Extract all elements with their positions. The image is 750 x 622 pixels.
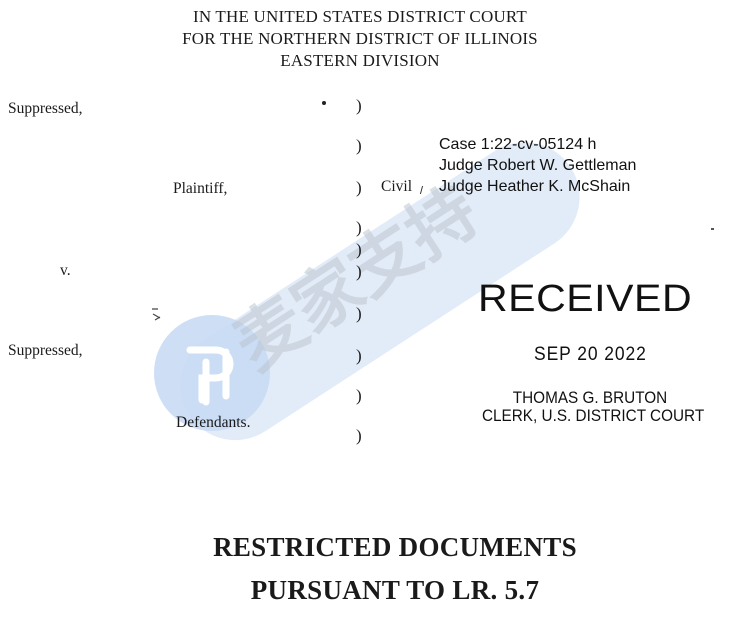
caption-paren: )	[356, 136, 362, 155]
clerk-name: THOMAS G. BRUTON	[512, 388, 668, 407]
magistrate-judge: Judge Heather K. McShain	[439, 178, 631, 195]
watermark-band	[180, 142, 580, 441]
stray-mark	[150, 306, 161, 321]
received-date: SEP 20 2022	[534, 344, 647, 365]
document-title-line2: PURSUANT TO LR. 5.7	[250, 575, 540, 605]
caption-paren: )	[356, 240, 362, 259]
stray-mark	[711, 228, 714, 230]
civil-action-label: Civil	[381, 178, 413, 195]
caption-paren: )	[356, 178, 362, 197]
caption-paren: )	[356, 218, 362, 237]
court-division: EASTERN DIVISION	[280, 51, 440, 70]
case-number: Case 1:22-cv-05124 h	[439, 136, 597, 153]
caption-paren: )	[356, 304, 362, 323]
plaintiff-name: Suppressed,	[8, 100, 83, 117]
clerk-title: CLERK, U.S. DISTRICT COURT	[482, 406, 705, 425]
court-name-line1: IN THE UNITED STATES DISTRICT COURT	[192, 7, 528, 26]
defendant-name: Suppressed,	[8, 342, 83, 359]
versus-label: v.	[60, 262, 71, 279]
stray-mark	[322, 101, 326, 105]
caption-paren: )	[356, 346, 362, 365]
plaintiff-role: Plaintiff,	[173, 180, 228, 197]
caption-paren: )	[356, 426, 362, 445]
caption-paren: )	[356, 386, 362, 405]
caption-paren: )	[356, 96, 362, 115]
court-name-line2: FOR THE NORTHERN DISTRICT OF ILLINOIS	[182, 29, 538, 48]
watermark-logo-glyph	[186, 346, 234, 406]
assigned-judge: Judge Robert W. Gettleman	[439, 157, 637, 174]
caption-paren: )	[356, 262, 362, 281]
received-stamp: RECEIVED	[478, 278, 693, 320]
defendant-role: Defendants.	[176, 414, 251, 431]
watermark-logo-icon	[154, 315, 270, 431]
document-title-line1: RESTRICTED DOCUMENTS	[213, 532, 577, 562]
